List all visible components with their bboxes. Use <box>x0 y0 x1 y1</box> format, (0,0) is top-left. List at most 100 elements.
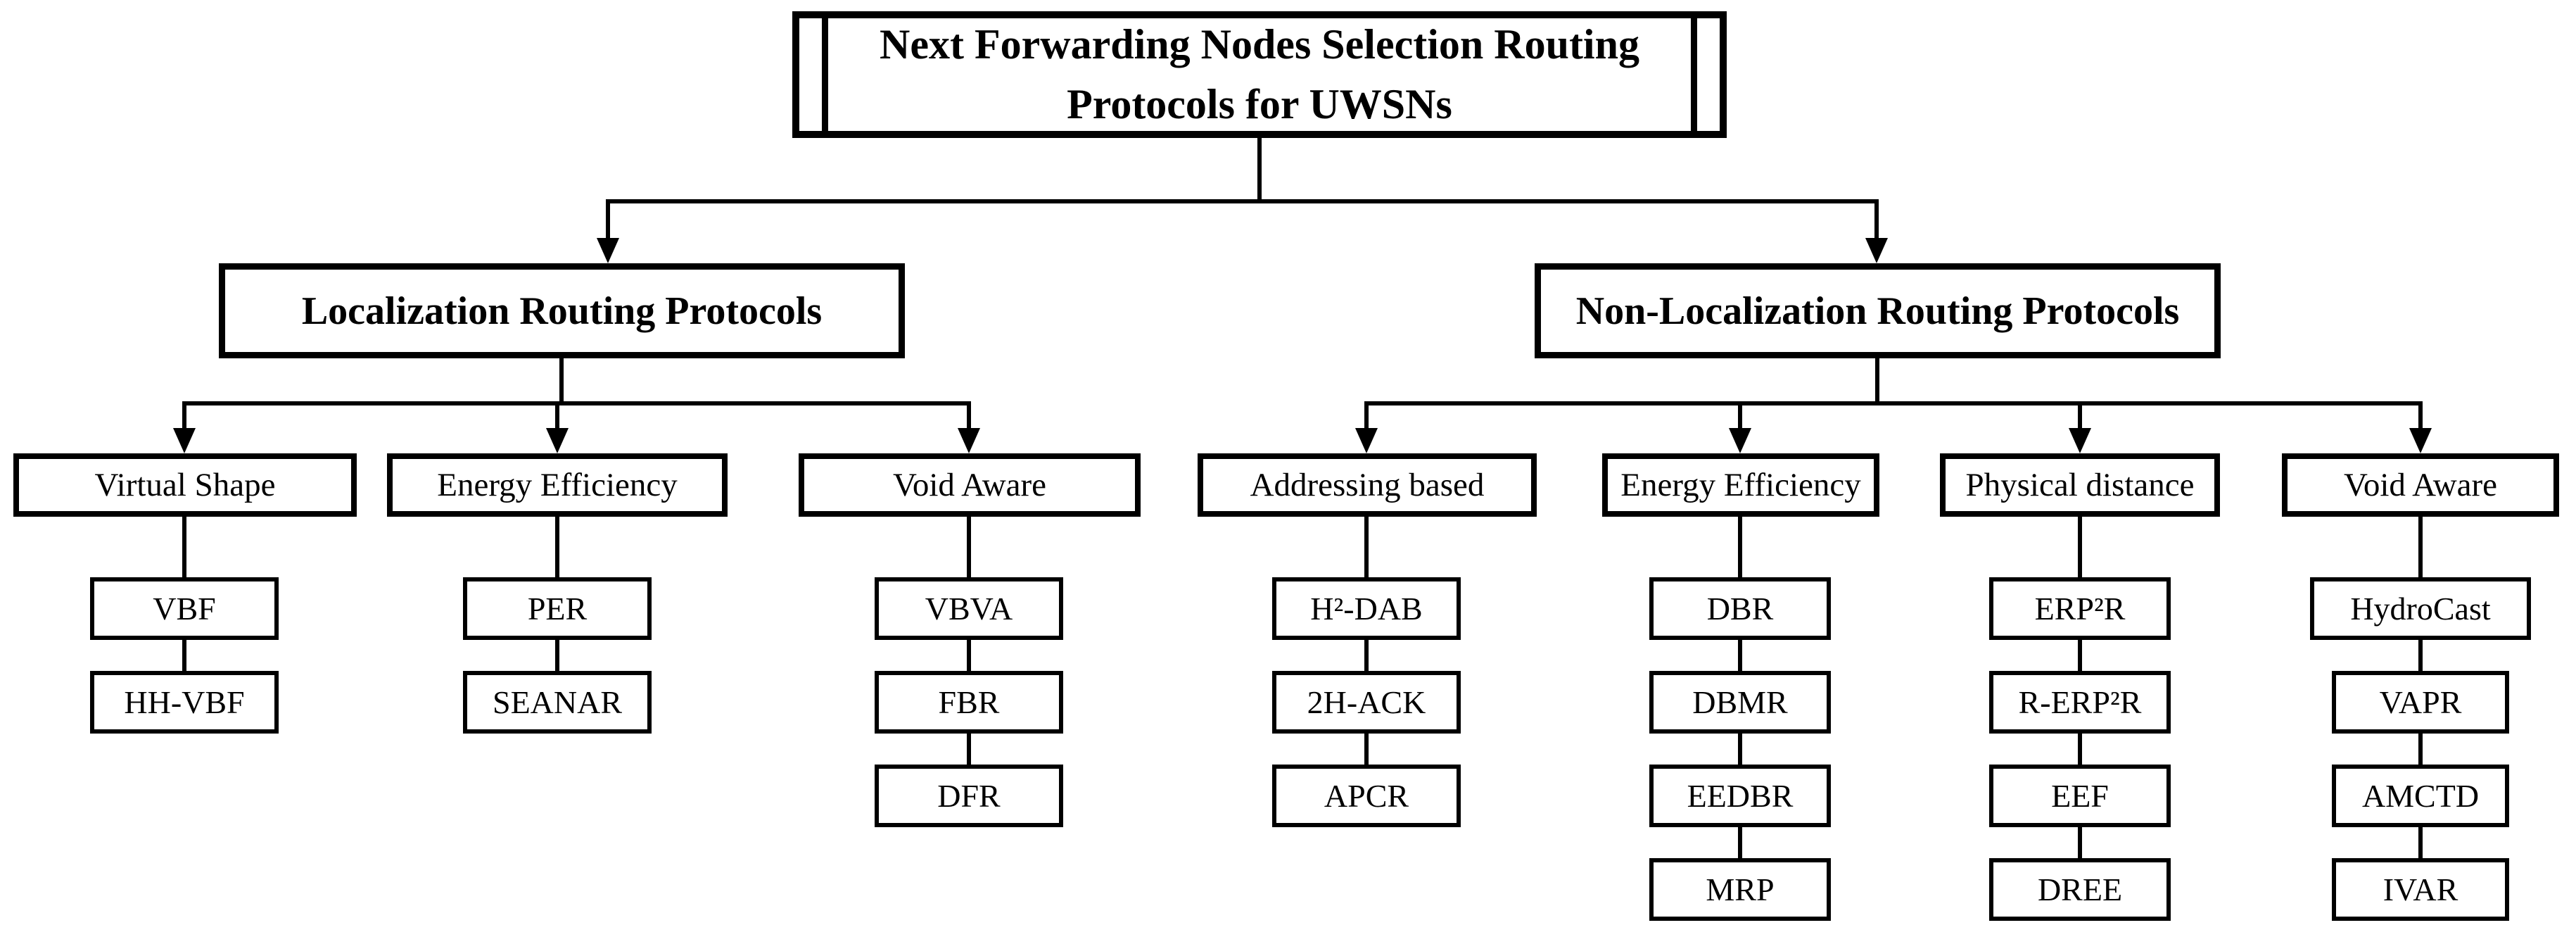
connector-top-horizontal <box>606 199 1879 203</box>
connector-addressing-3 <box>1364 734 1369 765</box>
category-virtual-shape-label: Virtual Shape <box>94 467 276 503</box>
protocol-2h-ack: 2H-ACK <box>1272 671 1461 734</box>
protocol-hydrocast-label: HydroCast <box>2350 591 2491 627</box>
protocol-r-erp2r-label: R-ERP²R <box>2018 684 2142 720</box>
protocol-fbr-label: FBR <box>938 684 1000 720</box>
connector-physical-1 <box>2078 517 2082 577</box>
connector-void-right-1 <box>2418 517 2423 577</box>
connector-energy-right-4 <box>1738 827 1742 858</box>
protocol-vapr: VAPR <box>2332 671 2509 734</box>
connector-drop-void-aware-left <box>967 401 971 431</box>
protocol-seanar-label: SEANAR <box>492 684 623 720</box>
arrowhead-energy-efficiency-right <box>1729 428 1751 453</box>
protocol-dree-label: DREE <box>2037 872 2123 907</box>
arrowhead-localization <box>597 238 619 263</box>
root-node-left-bar <box>822 18 828 131</box>
connector-void-left-3 <box>967 734 971 765</box>
category-void-aware-left-label: Void Aware <box>892 467 1047 503</box>
protocol-mrp: MRP <box>1649 858 1831 921</box>
category-physical-distance-label: Physical distance <box>1965 467 2195 503</box>
protocol-erp2r-label: ERP²R <box>2034 591 2126 627</box>
protocol-vbva-label: VBVA <box>925 591 1013 627</box>
protocol-eef: EEF <box>1989 765 2171 827</box>
connector-drop-physical-distance <box>2078 401 2082 431</box>
arrowhead-virtual-shape <box>173 428 196 453</box>
category-physical-distance: Physical distance <box>1940 453 2220 517</box>
connector-localization-horizontal <box>182 401 971 405</box>
connector-non-localization-trunk <box>1875 356 1879 403</box>
connector-energy-left-2 <box>555 640 559 671</box>
protocol-h2-dab: H²-DAB <box>1272 577 1461 640</box>
category-void-aware-right: Void Aware <box>2282 453 2559 517</box>
root-title-line-2: Protocols for UWSNs <box>1067 81 1452 127</box>
protocol-vbva: VBVA <box>875 577 1063 640</box>
protocol-amctd: AMCTD <box>2332 765 2509 827</box>
connector-physical-2 <box>2078 640 2082 671</box>
category-addressing-based-label: Addressing based <box>1250 467 1485 503</box>
protocol-vbf: VBF <box>90 577 279 640</box>
connector-energy-right-1 <box>1738 517 1742 577</box>
branch-non-localization: Non-Localization Routing Protocols <box>1535 263 2221 358</box>
protocol-amctd-label: AMCTD <box>2361 778 2480 814</box>
category-addressing-based: Addressing based <box>1198 453 1537 517</box>
protocol-apcr-label: APCR <box>1324 778 1409 814</box>
connector-addressing-1 <box>1364 517 1369 577</box>
root-title-line-1: Next Forwarding Nodes Selection Routing <box>880 20 1639 68</box>
protocol-dfr-label: DFR <box>937 778 1001 814</box>
protocol-dfr: DFR <box>875 765 1063 827</box>
protocol-eedbr-label: EEDBR <box>1687 778 1794 814</box>
root-node-title: Next Forwarding Nodes Selection Routing … <box>830 15 1689 134</box>
protocol-vapr-label: VAPR <box>2379 684 2462 720</box>
connector-drop-energy-efficiency-right <box>1738 401 1742 431</box>
connector-void-left-2 <box>967 640 971 671</box>
protocol-2h-ack-label: 2H-ACK <box>1307 684 1426 720</box>
category-energy-efficiency-left-label: Energy Efficiency <box>437 467 678 503</box>
connector-energy-left-1 <box>555 517 559 577</box>
protocol-eef-label: EEF <box>2051 778 2109 814</box>
connector-localization-trunk <box>559 356 564 403</box>
connector-non-localization-horizontal <box>1364 401 2423 405</box>
arrowhead-void-aware-right <box>2409 428 2432 453</box>
protocol-per: PER <box>463 577 652 640</box>
protocol-ivar-label: IVAR <box>2383 872 2458 907</box>
connector-drop-addressing-based <box>1364 401 1369 431</box>
category-virtual-shape: Virtual Shape <box>13 453 357 517</box>
protocol-dree: DREE <box>1989 858 2171 921</box>
category-energy-efficiency-left: Energy Efficiency <box>387 453 728 517</box>
protocol-eedbr: EEDBR <box>1649 765 1831 827</box>
arrowhead-energy-efficiency-left <box>546 428 569 453</box>
protocol-per-label: PER <box>527 591 588 627</box>
branch-localization: Localization Routing Protocols <box>219 263 905 358</box>
arrowhead-non-localization <box>1865 238 1888 263</box>
connector-void-right-4 <box>2418 827 2423 858</box>
protocol-erp2r: ERP²R <box>1989 577 2171 640</box>
connector-virtual-shape-1 <box>182 517 186 577</box>
protocol-seanar: SEANAR <box>463 671 652 734</box>
protocol-dbmr: DBMR <box>1649 671 1831 734</box>
connector-drop-non-localization <box>1874 199 1879 239</box>
protocol-hh-vbf: HH-VBF <box>90 671 279 734</box>
connector-energy-right-2 <box>1738 640 1742 671</box>
arrowhead-physical-distance <box>2069 428 2091 453</box>
branch-localization-label: Localization Routing Protocols <box>301 289 823 333</box>
connector-physical-3 <box>2078 734 2082 765</box>
category-void-aware-right-label: Void Aware <box>2343 467 2498 503</box>
protocol-apcr: APCR <box>1272 765 1461 827</box>
connector-drop-localization <box>606 199 610 239</box>
connector-drop-void-aware-right <box>2418 401 2423 431</box>
connector-void-right-2 <box>2418 640 2423 671</box>
protocol-mrp-label: MRP <box>1706 872 1775 907</box>
protocol-ivar: IVAR <box>2332 858 2509 921</box>
protocol-hydrocast: HydroCast <box>2310 577 2531 640</box>
connector-drop-energy-efficiency-left <box>555 401 559 431</box>
arrowhead-addressing-based <box>1355 428 1378 453</box>
connector-energy-right-3 <box>1738 734 1742 765</box>
protocol-vbf-label: VBF <box>153 591 216 627</box>
protocol-hh-vbf-label: HH-VBF <box>124 684 245 720</box>
connector-void-right-3 <box>2418 734 2423 765</box>
protocol-dbr-label: DBR <box>1706 591 1774 627</box>
protocol-fbr: FBR <box>875 671 1063 734</box>
connector-physical-4 <box>2078 827 2082 858</box>
root-node: Next Forwarding Nodes Selection Routing … <box>792 11 1727 138</box>
